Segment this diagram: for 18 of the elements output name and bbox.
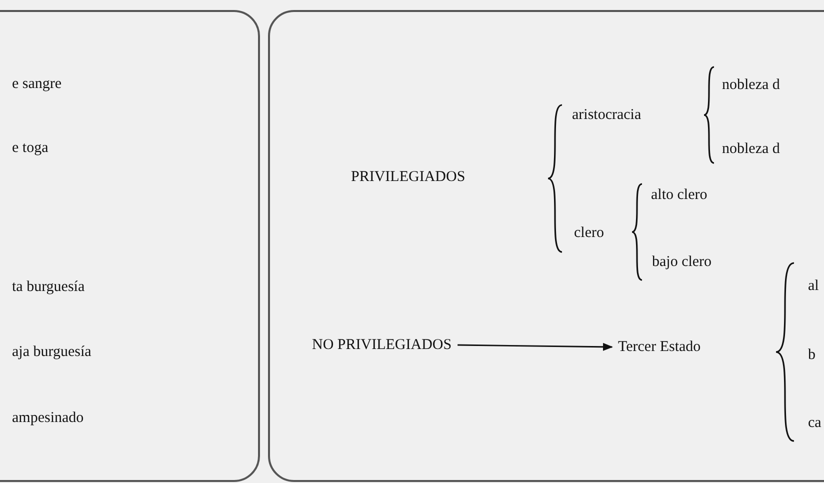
label-text: ca [808,414,822,432]
label-text: ampesinado [12,410,84,426]
label-text: clero [574,224,604,242]
label-text: alto clero [651,186,708,204]
label-text: e sangre [12,76,62,92]
label-text: e toga [12,140,48,156]
label-text: nobleza d [722,76,780,94]
label-text: nobleza d [722,140,780,158]
label-text: aristocracia [572,106,642,124]
label-text: bajo clero [652,254,712,270]
node-text: Tercer Estado [618,338,701,356]
label-text: PRIVILEGIADOS [351,168,466,186]
label-text: b [808,346,816,364]
node-text: NO PRIVILEGIADOS [312,336,452,354]
label-text: aja burguesía [12,344,92,360]
arrow [458,342,613,351]
label-text: al [808,278,819,294]
label-text: ta burguesía [12,278,85,296]
